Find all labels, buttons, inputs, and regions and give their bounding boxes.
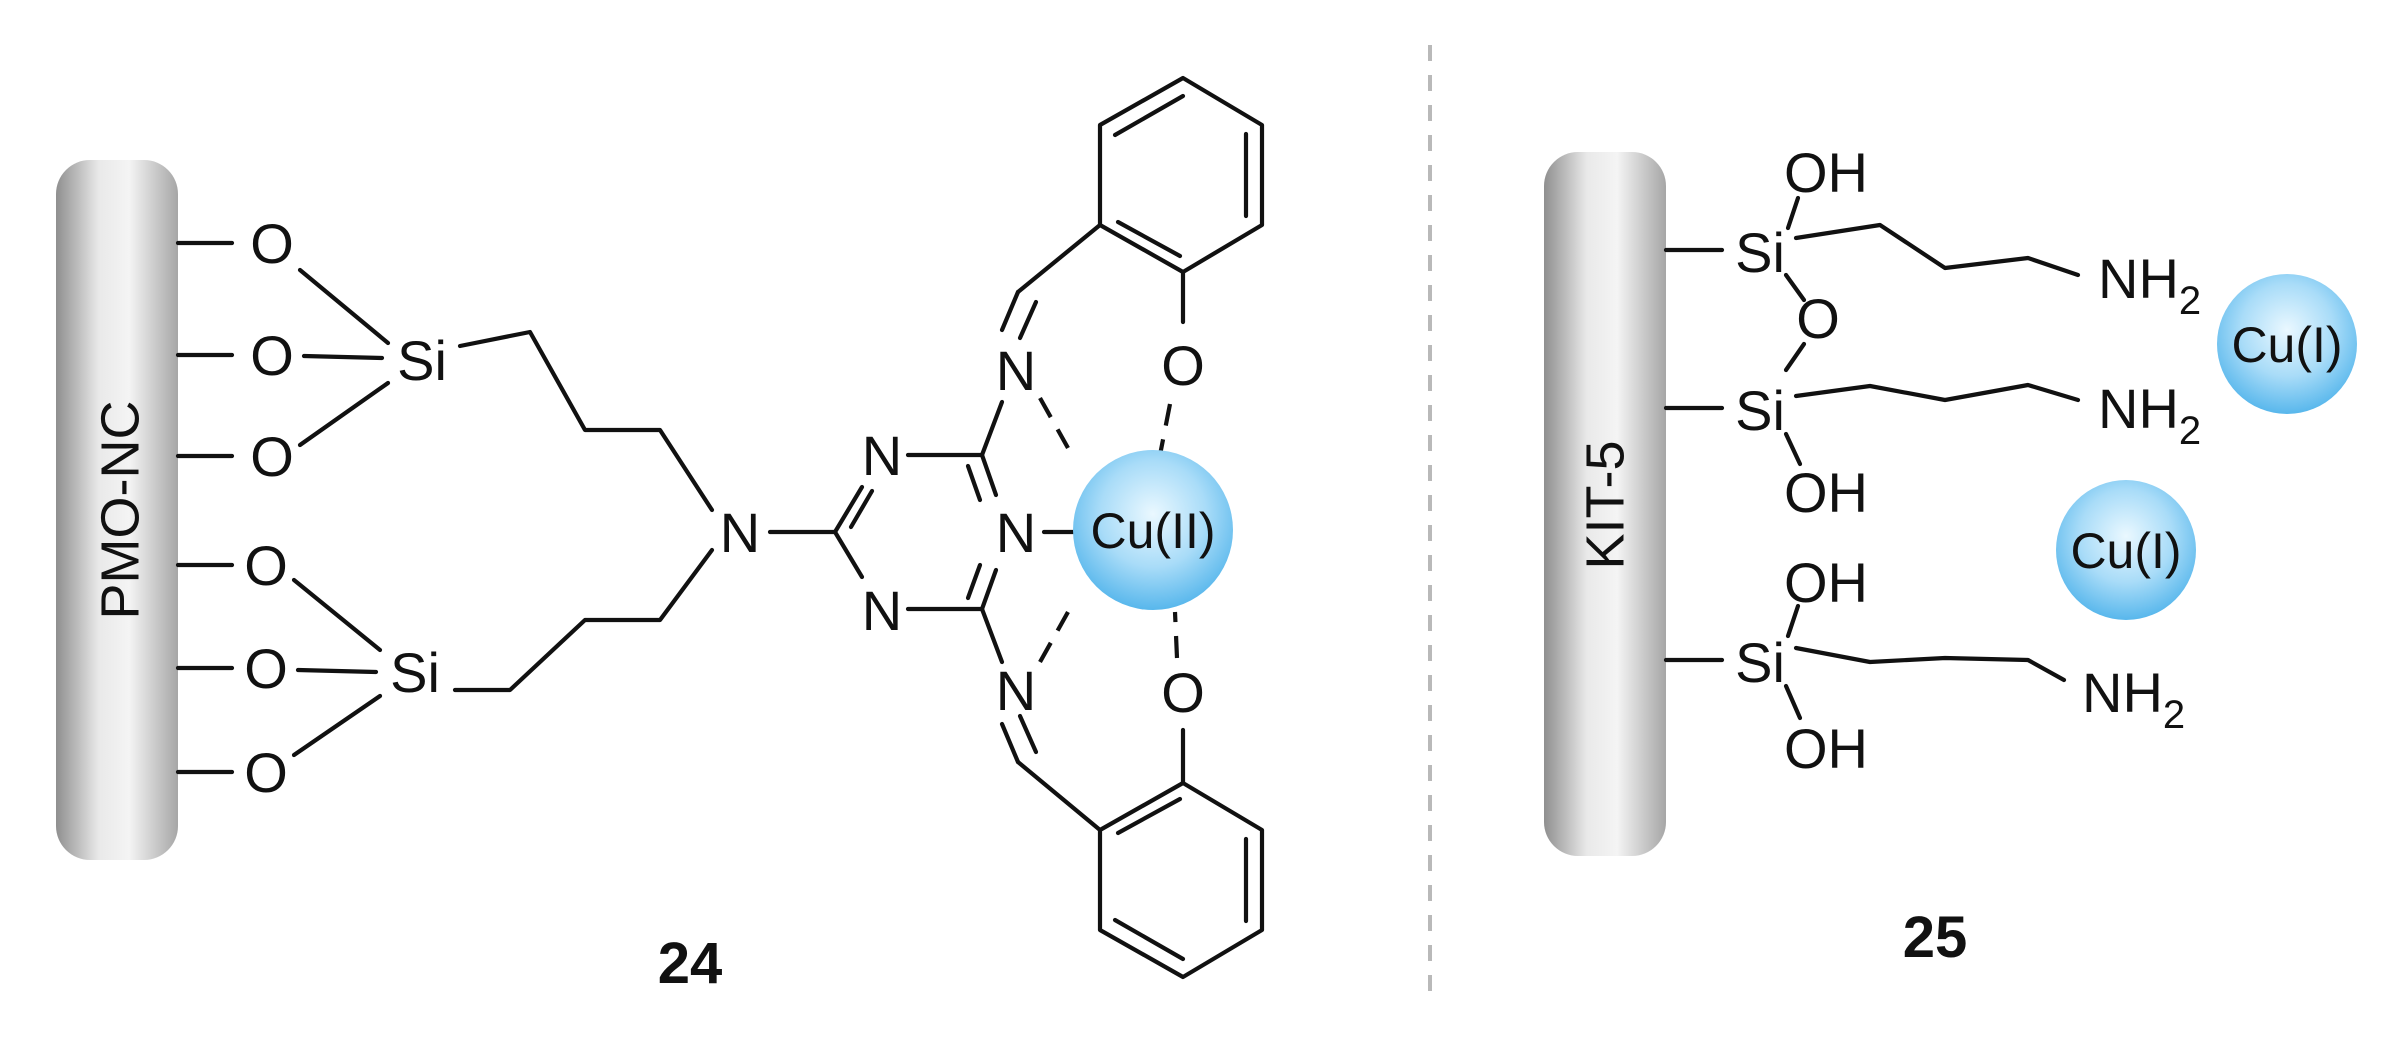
- atom-n-imine-top: N: [996, 339, 1036, 402]
- triazine-ring: [832, 452, 999, 612]
- atom-o-1: O: [250, 212, 294, 275]
- si-o-bonds: [1783, 195, 1807, 721]
- atom-nh2-2: NH2: [2098, 377, 2201, 453]
- cu-i-label-top: Cu(I): [2231, 317, 2342, 373]
- propyl-chain-2: [1793, 382, 2081, 403]
- benzene-ring-top: [1097, 75, 1265, 275]
- structure-25: KIT-5 Si Si Si OH OH OH OH O: [1544, 141, 2357, 970]
- ch-ring-bottom-bond: [1015, 759, 1103, 833]
- support-o-bonds: [175, 240, 235, 775]
- atom-oh-3: OH: [1784, 551, 1868, 614]
- atom-n-amine: N: [720, 501, 760, 564]
- c-n-imine-top-bond: [979, 399, 1005, 458]
- atom-nh2-3: NH2: [2082, 661, 2185, 737]
- cu-i-label-middle: Cu(I): [2070, 523, 2181, 579]
- kit-5-label: KIT-5: [1575, 440, 1635, 569]
- benzene-ring-bottom: [1097, 780, 1265, 980]
- atom-si-2: Si: [1735, 379, 1785, 442]
- cu-i-sphere-top: [2217, 274, 2357, 414]
- propyl-chain-1: [1793, 222, 2081, 278]
- atom-oh-1: OH: [1784, 141, 1868, 204]
- atom-si-bottom: Si: [390, 641, 440, 704]
- atom-si-1: Si: [1735, 221, 1785, 284]
- atom-n-imine-bottom: N: [996, 659, 1036, 722]
- structure-24-number: 24: [658, 931, 723, 996]
- propyl-chain-bottom: [452, 547, 715, 693]
- atom-si-top: Si: [397, 329, 447, 392]
- o-si-bonds: [291, 267, 391, 758]
- atom-n-ring-bottom: N: [862, 579, 902, 642]
- c-n-imine-bottom-bond: [979, 606, 1005, 665]
- coordination-bonds: [1038, 396, 1180, 664]
- support-si-bonds: [1663, 247, 1725, 663]
- atom-oh-4: OH: [1784, 717, 1868, 780]
- atom-o-2: O: [250, 324, 294, 387]
- ch-ring-top-bond: [1015, 222, 1103, 295]
- cu-ii-label: Cu(II): [1091, 503, 1216, 559]
- structure-24: PMO-NC O O O O O O Si Si: [56, 75, 1265, 996]
- kit-5-support: [1544, 152, 1666, 856]
- atom-o-phenol-bottom: O: [1161, 661, 1205, 724]
- imine-double-bonds: [999, 289, 1039, 765]
- pmo-nc-label: PMO-NC: [90, 401, 150, 620]
- cu-i-sphere-middle: [2056, 480, 2196, 620]
- atom-n-ring-right: N: [996, 501, 1036, 564]
- atom-o-3: O: [250, 425, 294, 488]
- atom-o-4: O: [244, 534, 288, 597]
- atom-si-3: Si: [1735, 631, 1785, 694]
- propyl-chain-top: [457, 329, 715, 513]
- atom-oh-2: OH: [1784, 461, 1868, 524]
- atom-o-6: O: [244, 741, 288, 804]
- propyl-chain-3: [1793, 645, 2067, 683]
- pmo-nc-support: [56, 160, 178, 860]
- cu-ii-sphere: [1073, 450, 1233, 610]
- atom-nh2-1: NH2: [2098, 247, 2201, 323]
- structure-25-number: 25: [1903, 905, 1968, 970]
- atom-o-5: O: [244, 637, 288, 700]
- atom-n-ring-top: N: [862, 424, 902, 487]
- atom-o-phenol-top: O: [1161, 334, 1205, 397]
